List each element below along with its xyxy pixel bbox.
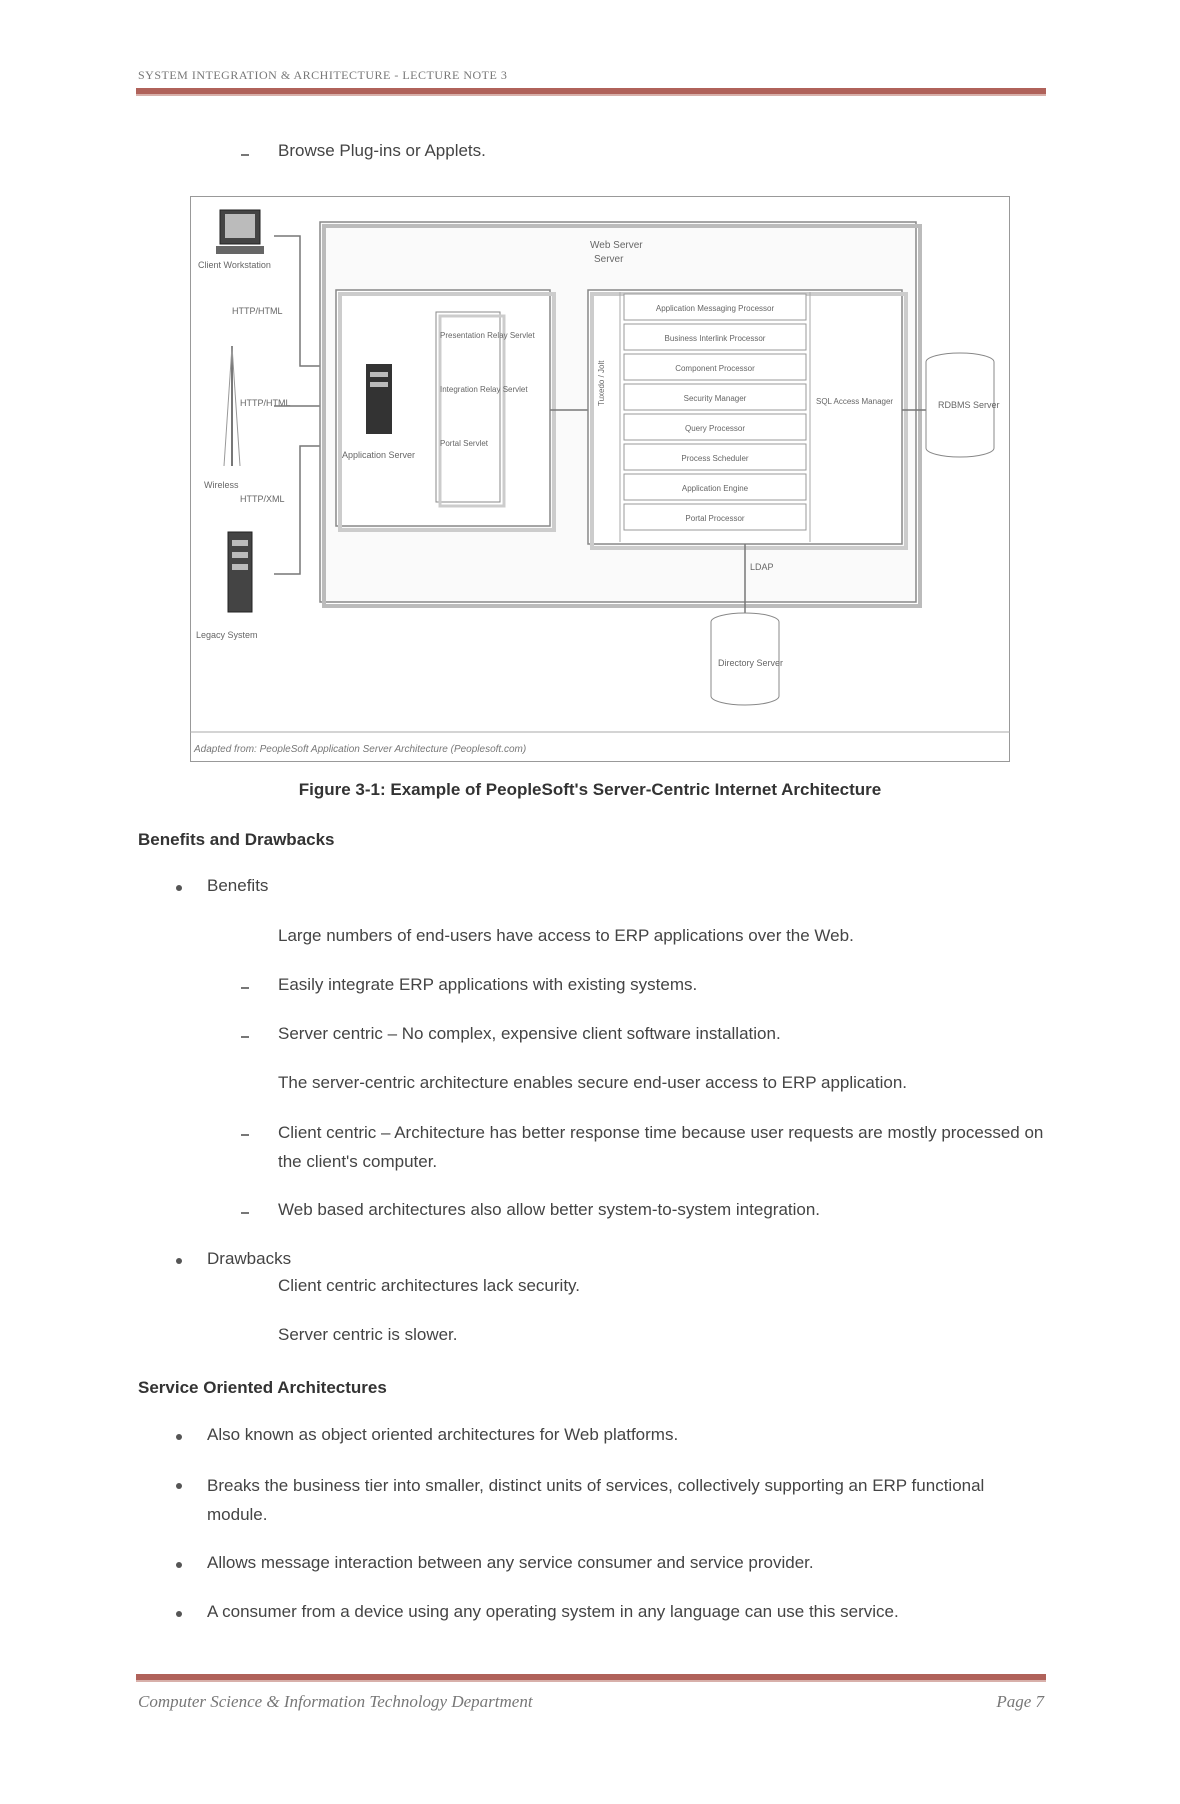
- benefit-item: Easily integrate ERP applications with e…: [278, 975, 698, 994]
- drawback-item: Server centric is slower.: [278, 1325, 458, 1344]
- service-box: [623, 503, 807, 531]
- benefit-item: Server centric – No complex, expensive c…: [278, 1024, 781, 1043]
- service-box: [623, 473, 807, 501]
- service-label: Portal Processor: [685, 514, 744, 523]
- drawback-item: Client centric architectures lack securi…: [278, 1276, 581, 1295]
- dash-bullet: [241, 1134, 249, 1136]
- service-box: [623, 443, 807, 471]
- architecture-figure: Adapted from: PeopleSoft Application Ser…: [190, 196, 1010, 762]
- http-label-3: HTTP/XML: [240, 494, 285, 504]
- http-label-1: HTTP/HTML: [232, 306, 283, 316]
- database-icon: [925, 352, 995, 458]
- intro-item: Browse Plug-ins or Applets.: [278, 141, 486, 160]
- footer-department: Computer Science & Information Technolog…: [138, 1692, 533, 1711]
- soa-item: A consumer from a device using any opera…: [207, 1602, 899, 1621]
- servlet-1: Presentation Relay Servlet: [440, 331, 535, 340]
- service-box: [623, 383, 807, 411]
- service-label: Process Scheduler: [681, 454, 748, 463]
- service-label: Query Processor: [685, 424, 745, 433]
- benefit-item: Web based architectures also allow bette…: [278, 1200, 821, 1219]
- running-header: SYSTEM INTEGRATION & ARCHITECTURE - LECT…: [138, 68, 508, 82]
- web-server-label: Web Server: [590, 240, 643, 251]
- computer-icon: [216, 209, 264, 254]
- section-heading-soa: Service Oriented Architectures: [138, 1378, 387, 1397]
- page-number: Page 7: [996, 1692, 1044, 1711]
- legacy-label: Legacy System: [196, 630, 258, 640]
- drawbacks-label: Drawbacks: [207, 1249, 292, 1268]
- service-label: Business Interlink Processor: [665, 334, 766, 343]
- bullet-dot: [176, 1258, 182, 1264]
- service-label: Component Processor: [675, 364, 755, 373]
- dash-bullet: [241, 1036, 249, 1038]
- servlet-2: Integration Relay Servlet: [440, 385, 528, 394]
- wireless-label: Wireless: [204, 480, 239, 490]
- ldap-label: LDAP: [750, 562, 774, 572]
- client-workstation-label: Client Workstation: [198, 260, 271, 270]
- figure-caption: Figure 3-1: Example of PeopleSoft's Serv…: [298, 780, 882, 799]
- services-list: Application Messaging ProcessorBusiness …: [623, 293, 807, 531]
- service-box: [623, 413, 807, 441]
- service-label: Security Manager: [684, 394, 747, 403]
- rdbms-label: RDBMS Server: [938, 400, 1000, 410]
- service-label: Application Messaging Processor: [656, 304, 775, 313]
- soa-item: Also known as object oriented architectu…: [207, 1425, 679, 1444]
- bullet-dot: [176, 1434, 182, 1440]
- benefit-item: Client centric – Architecture has better…: [278, 1123, 1044, 1171]
- section-heading-benefits: Benefits and Drawbacks: [138, 830, 335, 849]
- soa-item: Breaks the business tier into smaller, d…: [207, 1476, 985, 1524]
- bullet-dot: [176, 1483, 182, 1489]
- benefit-item: The server-centric architecture enables …: [278, 1073, 907, 1092]
- servlet-3: Portal Servlet: [440, 439, 489, 448]
- figure-source: Adapted from: PeopleSoft Application Ser…: [193, 744, 526, 755]
- web-server-icon: [366, 364, 392, 434]
- footer-rule: [136, 1674, 1046, 1682]
- dash-bullet: [241, 987, 249, 989]
- dash-bullet: [241, 154, 249, 156]
- tuxedo-label: Tuxedo / Jolt: [597, 360, 606, 406]
- service-box: [623, 293, 807, 321]
- header-rule: [136, 88, 1046, 96]
- bullet-dot: [176, 1611, 182, 1617]
- benefits-label: Benefits: [207, 876, 269, 895]
- app-server-label: Application Server: [342, 450, 415, 460]
- dash-bullet: [241, 1212, 249, 1214]
- directory-label: Directory Server: [718, 658, 783, 668]
- benefit-item: Large numbers of end-users have access t…: [278, 926, 854, 945]
- service-box: [623, 323, 807, 351]
- service-label: Application Engine: [682, 484, 749, 493]
- soa-item: Allows message interaction between any s…: [207, 1553, 814, 1572]
- sql-access-label: SQL Access Manager: [816, 397, 893, 406]
- service-box: [623, 353, 807, 381]
- bullet-dot: [176, 1562, 182, 1568]
- http-label-2: HTTP/HTML: [240, 398, 291, 408]
- directory-database-icon: [710, 612, 780, 706]
- web-server-sublabel: Server: [594, 254, 624, 265]
- tower-icon: [223, 345, 241, 467]
- server-tower-icon: [227, 531, 253, 613]
- bullet-dot: [176, 885, 182, 891]
